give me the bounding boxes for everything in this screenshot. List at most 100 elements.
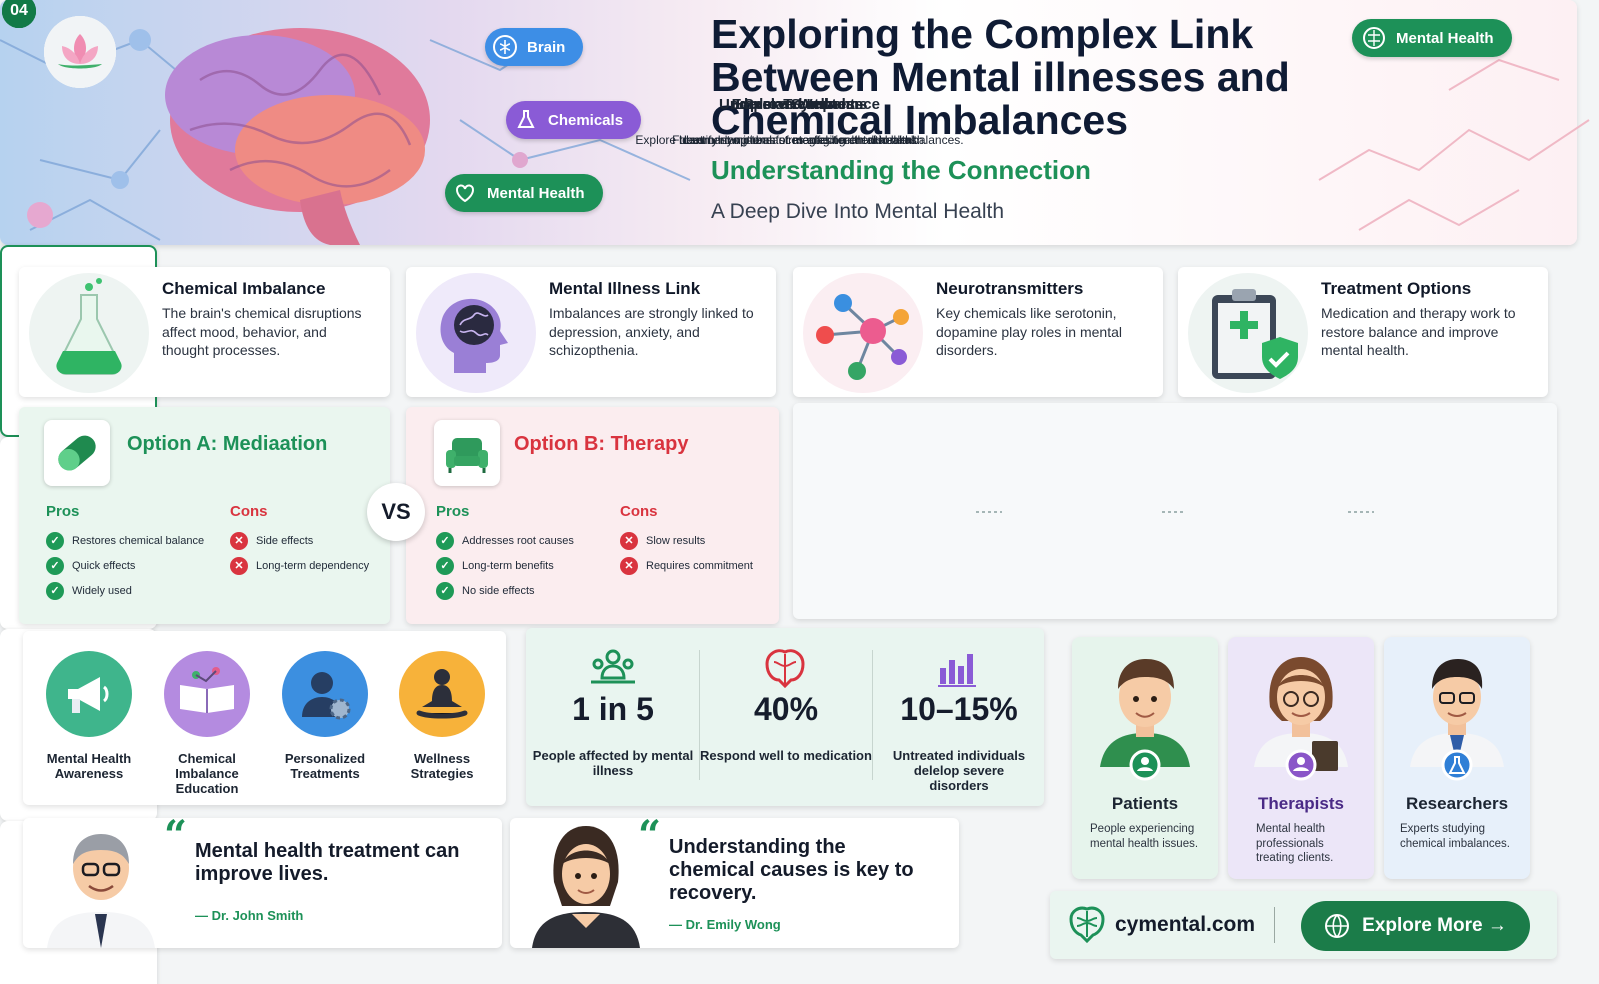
doctor-avatar — [532, 826, 640, 948]
badge-label: Mental Health — [1396, 29, 1494, 47]
people-group-icon — [591, 649, 635, 684]
cons-heading: Cons — [230, 503, 268, 520]
x-icon: ✕ — [620, 556, 638, 575]
topic-card-chemical-imbalance: Chemical Imbalance The brain's chemical … — [19, 267, 390, 397]
option-b-title: Option B: Therapy — [514, 433, 689, 455]
pill-capsule-icon — [44, 420, 110, 486]
pill-label: Brain — [527, 38, 566, 56]
check-icon: ✓ — [46, 531, 64, 550]
brain-illustration — [165, 28, 430, 245]
mental-health-badge: Mental Health — [1352, 19, 1512, 57]
book-icon — [164, 651, 250, 737]
steps-panel — [793, 403, 1557, 619]
list-item-label: Quick effects — [72, 559, 136, 572]
cons-list: ✕ Side effects ✕ Long-term dependency — [230, 528, 369, 578]
topic-card-mental-illness-link: Mental Illness Link Imbalances are stron… — [406, 267, 776, 397]
topic-card-neurotransmitters: Neurotransmitters Key chemicals like ser… — [793, 267, 1163, 397]
check-icon: ✓ — [46, 556, 64, 575]
audience-title: Researchers — [1405, 794, 1509, 813]
stat-label: Untreated individuals delelop severe dis… — [892, 748, 1026, 793]
step-title: Improve Wellness — [735, 96, 864, 113]
check-icon: ✓ — [46, 581, 64, 600]
x-icon: ✕ — [230, 556, 248, 575]
vs-badge: VS — [367, 483, 425, 541]
armchair-icon — [434, 420, 500, 486]
doctor-avatar — [47, 834, 155, 948]
list-item: ✕ Long-term dependency — [230, 553, 369, 578]
researcher-avatar — [1410, 659, 1504, 781]
page-tagline: A Deep Dive Into Mental Health — [711, 200, 1004, 223]
explore-more-button[interactable]: Explore More → — [1301, 901, 1530, 951]
page-subtitle: Understanding the Connection — [711, 155, 1091, 185]
list-item-label: No side effects — [462, 584, 535, 597]
list-item-label: Side effects — [256, 534, 314, 547]
cons-list: ✕ Slow results ✕ Requires commitment — [620, 528, 753, 578]
step-text: Explore treatment options for managing c… — [635, 133, 964, 147]
brain-icon — [765, 649, 805, 688]
audience-card-patients: Patients People experiencing mental heal… — [1072, 637, 1218, 879]
pros-list: ✓Addresses root causes ✓Long-term benefi… — [436, 528, 574, 603]
quote-card-emily-wong: “ Understanding the chemical causes is k… — [510, 812, 959, 948]
head-illustration — [416, 273, 536, 393]
topic-text: Medication and therapy work to restore b… — [1321, 305, 1516, 358]
audience-text: People experiencing mental health issues… — [1090, 823, 1199, 850]
heart-brain-icon — [456, 184, 474, 203]
option-b-card: Option B: Therapy Pros Cons ✓Addresses r… — [406, 407, 779, 624]
globe-icon — [1325, 914, 1350, 938]
audience-text: Experts studying chemical imbalances. — [1400, 823, 1510, 850]
topic-text: The brain's chemical disruptions affect … — [162, 305, 362, 358]
quote-mark-icon: “ — [164, 812, 188, 859]
stats-card: 1 in 5 40% 10–15% People affected by men… — [526, 628, 1044, 806]
bar-chart-icon — [938, 654, 976, 687]
quote-author: — Dr. Emily Wong — [669, 917, 781, 932]
topic-text: Imbalances are strongly linked to depres… — [549, 305, 754, 358]
hero-banner: Brain Chemicals Mental Health Exploring … — [0, 0, 1590, 245]
brain-logo-icon — [1069, 906, 1105, 944]
stat-value: 1 in 5 — [572, 691, 654, 727]
step-connector-arrows — [976, 511, 1374, 513]
site-link[interactable]: cymental.com — [1115, 913, 1256, 936]
page-title: Exploring the Complex Link Between Menta… — [711, 11, 1290, 143]
cons-heading: Cons — [620, 503, 658, 520]
focus-areas-card: Mental Health Awareness Chemical Imbalan… — [23, 631, 506, 805]
list-item: ✓ Quick effects — [46, 553, 204, 578]
list-item: ✓ Restores chemical balance — [46, 528, 204, 553]
list-item: ✓Long-term benefits — [436, 553, 574, 578]
step-number: 04 — [2, 0, 36, 28]
step-title: Seek Treatment — [744, 96, 855, 113]
clipboard-illustration — [1188, 273, 1308, 393]
topic-title: Chemical Imbalance — [162, 279, 326, 298]
step-title: Explore Symptoms — [731, 96, 868, 113]
step-text: Identify symptoms of mental health disor… — [678, 133, 921, 147]
quote-mark-icon: “ — [638, 812, 662, 859]
divider — [1274, 907, 1275, 943]
brain-icon — [1363, 27, 1385, 49]
meditation-icon — [399, 651, 485, 737]
brain-icon — [493, 35, 517, 59]
x-icon: ✕ — [620, 531, 638, 550]
brain-pill: Brain — [485, 28, 584, 66]
mental-health-pill: Mental Health — [445, 174, 603, 212]
focus-label: Personalized Treatments — [284, 751, 366, 781]
list-item-label: Restores chemical balance — [72, 534, 205, 547]
flask-illustration — [29, 273, 149, 393]
quote-card-john-smith: “ Mental health treatment can improve li… — [23, 812, 502, 948]
check-icon: ✓ — [436, 531, 454, 550]
neuron-background-art — [0, 28, 691, 245]
topic-title: Neurotransmitters — [936, 279, 1084, 298]
molecule-background-art — [1318, 58, 1590, 231]
list-item: ✓No side effects — [436, 578, 574, 603]
stat-value: 10–15% — [900, 691, 1018, 727]
pros-heading: Pros — [46, 503, 80, 520]
megaphone-icon — [46, 651, 132, 737]
check-icon: ✓ — [436, 556, 454, 575]
list-item: ✕ Slow results — [620, 528, 753, 553]
audience-text: Mental health professionals treating cli… — [1256, 823, 1334, 864]
list-item: ✕ Requires commitment — [620, 553, 753, 578]
list-item-label: Slow results — [646, 534, 706, 547]
list-item-label: Requires commitment — [646, 559, 753, 572]
audience-title: Patients — [1111, 794, 1179, 813]
option-a-title: Option A: Mediaation — [127, 433, 328, 455]
divider — [699, 650, 700, 780]
list-item-label: Long-term dependency — [256, 559, 370, 572]
